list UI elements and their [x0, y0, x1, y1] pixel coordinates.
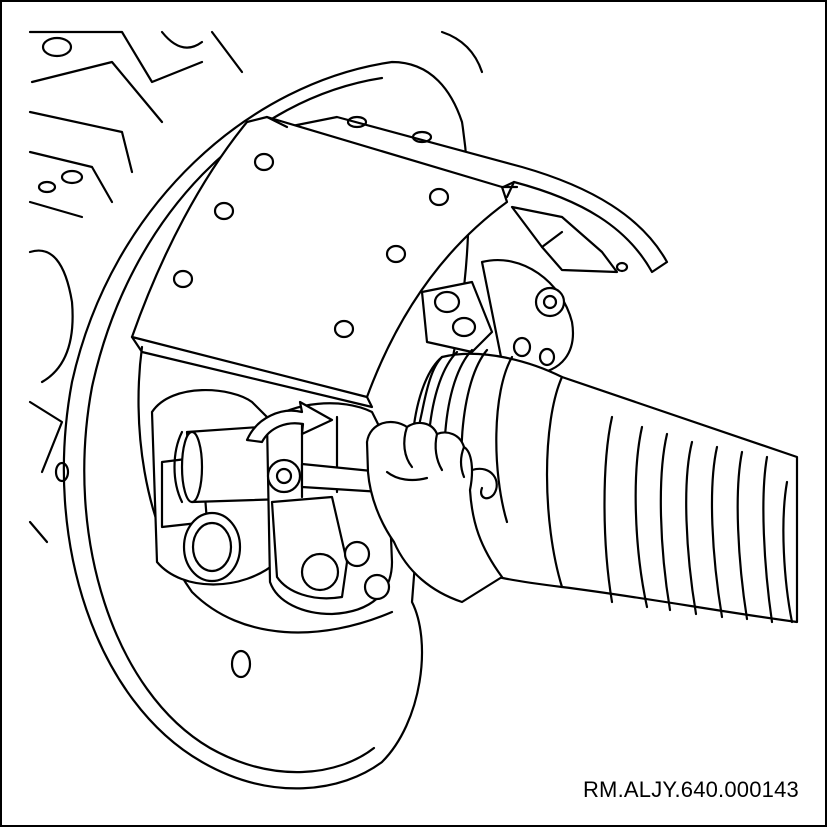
rotation-arrow	[245, 400, 334, 444]
rivet-hole	[333, 319, 355, 339]
rivet-hole	[213, 201, 235, 221]
figure-reference-code: RM.ALJY.640.000143	[582, 777, 799, 802]
rivet-hole	[253, 152, 275, 172]
rivet-hole	[385, 244, 407, 264]
hub-and-bolts	[420, 259, 575, 376]
bracket-body	[265, 402, 394, 616]
rivet-hole	[172, 269, 194, 289]
axle-housing	[410, 348, 799, 624]
wrench-tool	[266, 458, 384, 494]
front-brake-shoe-lining	[130, 115, 519, 409]
rivet-hole	[428, 187, 450, 207]
chassis-frame-detail	[28, 30, 484, 544]
mechanic-hand	[365, 420, 504, 604]
